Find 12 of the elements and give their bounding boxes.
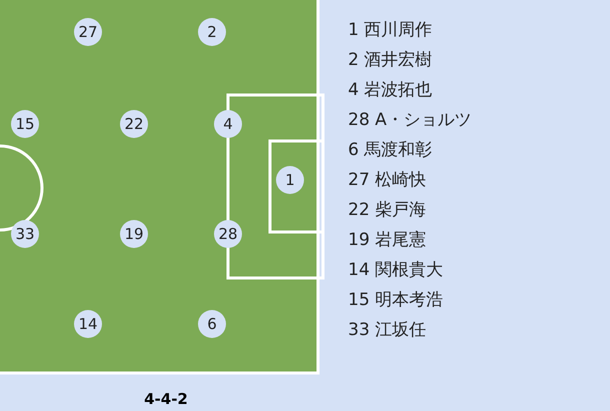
roster-entry: 19 岩尾憲 [348,229,426,251]
roster-entry: 33 江坂任 [348,319,426,341]
roster-entry: 6 馬渡和彰 [348,139,432,161]
roster-entry: 28 A・ショルツ [348,109,472,131]
roster-entry: 2 酒井宏樹 [348,49,432,71]
roster-entry: 15 明本考浩 [348,289,444,311]
roster-entry: 14 関根貴大 [348,259,444,281]
formation-caption: 4-4-2 [143,390,189,408]
roster-entry: 27 松崎快 [348,169,426,191]
roster-entry: 22 柴戸海 [348,199,426,221]
roster-entry: 1 西川周作 [348,19,432,41]
roster-entry: 4 岩波拓也 [348,79,432,101]
